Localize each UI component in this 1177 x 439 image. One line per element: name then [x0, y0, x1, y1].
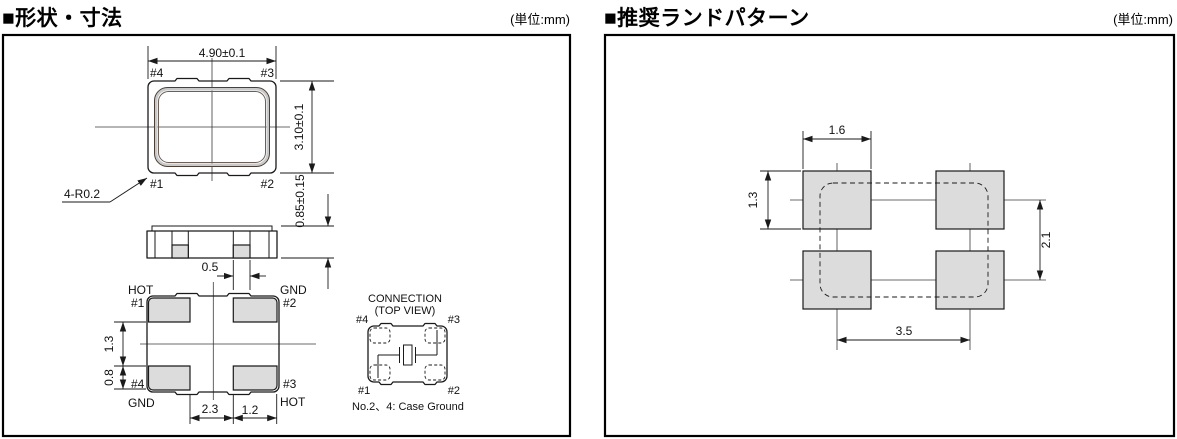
conn-pad-3 [424, 327, 446, 344]
crystal-symbol [377, 330, 438, 378]
package-outline [147, 77, 277, 177]
package-side-view: 0.5 [146, 225, 278, 290]
dim-pitch-v-label: 2.1 [1039, 231, 1053, 248]
pin-label-2: #2 [261, 177, 275, 191]
dim-side-pad-width: 0.5 [202, 260, 266, 290]
pin-label-4: #4 [150, 66, 164, 80]
package-outline-dashed [819, 182, 989, 298]
func-label-gnd-4: GND [128, 396, 155, 410]
dim-vertical-gap: 1.3 0.8 [102, 321, 146, 390]
func-label-gnd-2: GND [280, 283, 307, 297]
right-panel-title: ■推奨ランドパターン [604, 7, 810, 30]
package-outline [146, 292, 280, 396]
side-pad-right [232, 244, 251, 259]
pin-label-2: #2 [448, 385, 460, 397]
left-panel-unit: (単位:mm) [510, 12, 570, 27]
pin-label-3: #3 [261, 66, 275, 80]
land-pad-bottom-left [802, 250, 872, 310]
dim-width: 4.90±0.1 [147, 46, 277, 79]
lid-seam-band [154, 87, 270, 167]
right-panel-frame [603, 33, 1176, 438]
lid-edge-inner [158, 91, 266, 163]
connection-diagram: CONNECTION (TOP VIEW) #4 #3 #1 #2 No.2、4… [352, 293, 464, 413]
bottom-pad-1 [147, 297, 191, 323]
conn-pad-1 [369, 364, 391, 381]
conn-outline [367, 322, 448, 386]
dim-land-pad-height: 1.3 [746, 170, 801, 230]
dim-horizontal: 2.3 1.2 [189, 394, 278, 424]
pin-label-1: #1 [358, 385, 370, 397]
func-label-hot-1: HOT [128, 283, 154, 297]
lid-edge-outer [154, 87, 270, 167]
dim-pitch-h-label: 3.5 [896, 324, 913, 338]
pin-label-4: #4 [131, 377, 145, 391]
left-panel-frame [1, 33, 572, 438]
pin-label-3: #3 [448, 314, 460, 326]
dim-gap-v-label: 1.3 [102, 335, 116, 352]
connection-title: CONNECTION [368, 293, 442, 305]
dim-land-pad-height-label: 1.3 [746, 191, 760, 208]
dim-side-pad-label: 0.5 [202, 260, 219, 274]
func-label-hot-3: HOT [280, 395, 306, 409]
bottom-pad-4 [147, 365, 191, 391]
package-bottom-view: HOT #1 GND #2 #4 GND #3 HOT 1.3 0.8 2.3 … [102, 282, 316, 424]
pin-label-4: #4 [356, 314, 368, 326]
dim-thickness-label: 0.85±0.15 [293, 174, 307, 228]
corner-radius-callout: 4-R0.2 [62, 177, 148, 203]
land-pad-bottom-right [935, 250, 1005, 310]
conn-pad-4 [369, 327, 391, 344]
bottom-pad-2 [232, 297, 278, 323]
land-pad-top-right [935, 170, 1005, 230]
package-top-view: 4.90±0.1 3.10±0.1 0.85±0.15 4-R0.2 #4 #3… [62, 46, 334, 289]
pin-label-3: #3 [283, 377, 297, 391]
case-ground-note: No.2、4: Case Ground [352, 401, 464, 413]
left-panel-title: ■形状・寸法 [2, 7, 123, 30]
land-pad-top-left [802, 170, 872, 230]
dim-pitch-vertical: 2.1 [1036, 200, 1053, 280]
dim-width-label: 4.90±0.1 [199, 46, 246, 60]
dim-land-pad-width-label: 1.6 [829, 123, 846, 137]
bottom-pad-3 [232, 365, 278, 391]
dim-thickness: 0.85±0.15 [281, 174, 334, 289]
dim-pitch-horizontal: 3.5 [837, 324, 970, 344]
dim-pad-h-label: 0.8 [102, 369, 116, 386]
crystal-element [403, 344, 413, 366]
lid-profile [151, 225, 273, 232]
corner-note-label: 4-R0.2 [64, 187, 100, 201]
dim-gap-h-label: 2.3 [202, 402, 219, 416]
pin-label-2: #2 [283, 296, 297, 310]
conn-pad-2 [424, 364, 446, 381]
pin-label-1: #1 [131, 296, 145, 310]
dim-height: 3.10±0.1 [280, 80, 334, 174]
base-profile [146, 230, 278, 259]
pin-label-1: #1 [150, 177, 164, 191]
dim-height-label: 3.10±0.1 [292, 103, 306, 150]
side-pad-left [171, 244, 189, 259]
dim-land-pad-width: 1.6 [802, 123, 872, 169]
land-pattern: 1.6 1.3 2.1 3.5 [746, 123, 1053, 350]
right-panel-unit: (単位:mm) [1113, 12, 1173, 27]
dim-pad-w-label: 1.2 [242, 403, 259, 417]
connection-subtitle: (TOP VIEW) [375, 305, 436, 317]
